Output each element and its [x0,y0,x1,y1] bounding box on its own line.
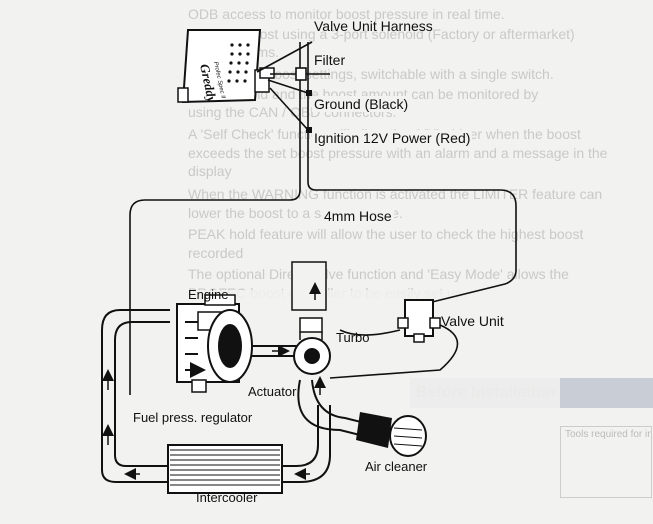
label-intercooler: Intercooler [196,490,258,505]
bg-line: display [188,163,232,179]
label-hose: 4mm Hose [322,208,394,224]
label-fuel-regulator: Fuel press. regulator [133,410,253,425]
bg-line: Controls boost using a 3-port solenoid (… [188,26,575,42]
bg-line: exceeds the set boost pressure with an a… [188,145,608,161]
label-valve-unit: Valve Unit [441,313,504,329]
bg-line: PEAK hold feature will allow the user to… [188,226,584,242]
bg-tools-table: Tools required for installation [560,426,652,498]
engine [176,294,253,393]
label-engine: Engine [188,287,229,302]
filter [295,67,307,81]
label-valve-unit-harness: Valve Unit Harness [314,18,433,34]
bg-line: Twins and 2 boost settings, switchable w… [188,66,554,82]
label-air-cleaner: Air cleaner [365,459,428,474]
bg-line: recorded [188,245,244,261]
valve-unit [329,299,459,379]
bg-line: The solenoid and the boost amount can be… [188,86,539,102]
air-cleaner [356,412,427,457]
intercooler [167,444,283,494]
label-ground: Ground (Black) [312,96,411,112]
label-actuator: Actuator [248,384,297,399]
bg-line: The optional Direct Valve function and '… [188,266,569,282]
label-filter: Filter [312,52,348,68]
label-turbo: Turbo [336,330,370,345]
pipes [101,309,386,483]
bg-table-header: Tools required for installation [565,429,651,440]
bg-line: ODB access to monitor boost pressure in … [188,6,505,22]
controller-unit: Greddy Profec Spec II [177,29,275,104]
label-ignition-power: Ignition 12V Power (Red) [312,130,473,146]
